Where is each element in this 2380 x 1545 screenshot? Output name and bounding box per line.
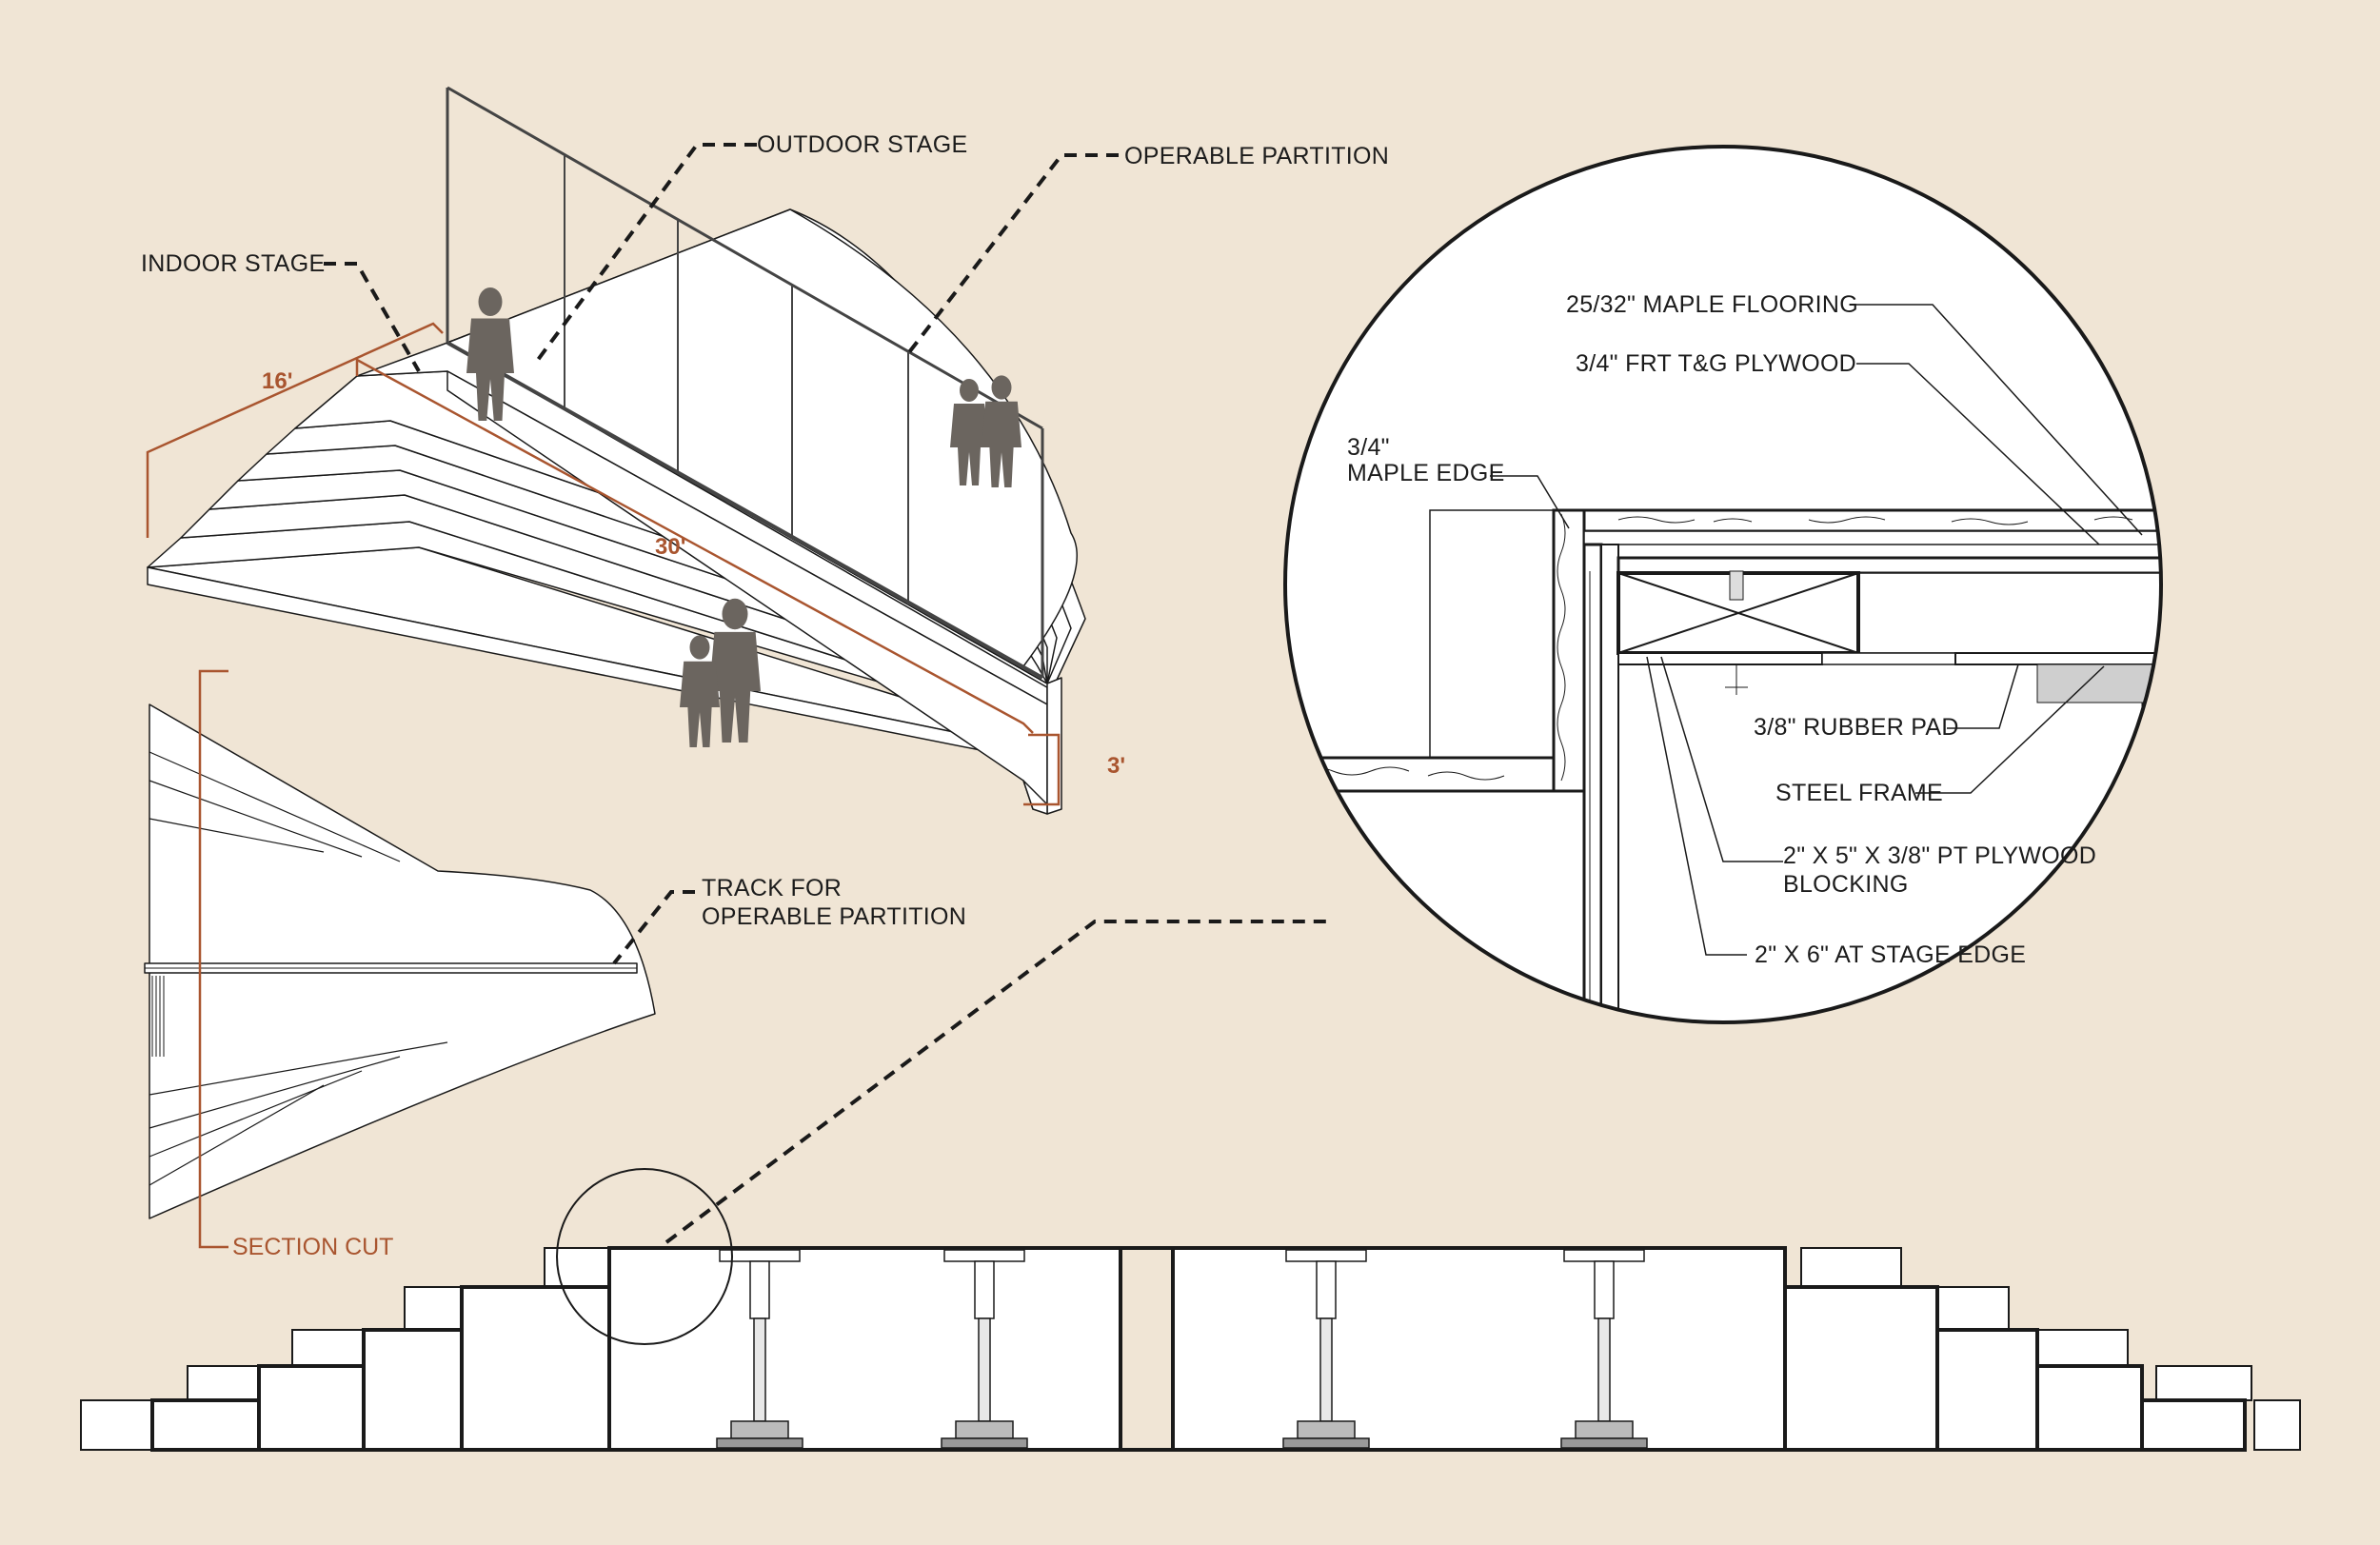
maple-edge-label-line2: MAPLE EDGE — [1347, 460, 1505, 486]
axonometric-view — [147, 86, 1086, 815]
operable-partition-label: OPERABLE PARTITION — [1124, 143, 1389, 169]
outdoor-stage-mass — [446, 208, 1078, 667]
length-dimension: 30' — [655, 534, 685, 560]
steel-frame-label: STEEL FRAME — [1775, 780, 1943, 806]
section-cut-label: SECTION CUT — [232, 1234, 393, 1260]
maple-edge-label-line1: 3/4" — [1347, 434, 1390, 461]
detail-leader — [664, 920, 1333, 1244]
height-dimension: 3' — [1107, 753, 1125, 779]
axon-leaders — [324, 143, 1119, 372]
track-leader — [612, 890, 695, 965]
blocking-label-line1: 2" X 5" X 3/8" PT PLYWOOD — [1783, 842, 2096, 869]
blocking-label-line2: BLOCKING — [1783, 871, 1909, 898]
dimension-lines — [146, 322, 1061, 806]
track-label-line2: OPERABLE PARTITION — [702, 903, 966, 930]
indoor-stage-label: INDOOR STAGE — [141, 250, 325, 277]
frt-plywood-label: 3/4" FRT T&G PLYWOOD — [1576, 350, 1856, 377]
plan-view — [144, 703, 656, 1219]
stage-edge-label: 2" X 6" AT STAGE EDGE — [1755, 941, 2026, 968]
outdoor-stage-label: OUTDOOR STAGE — [757, 131, 968, 158]
partition-frame — [446, 86, 1044, 680]
rubber-pad-label: 3/8" RUBBER PAD — [1754, 714, 1959, 741]
track-label-line1: TRACK FOR — [702, 875, 842, 901]
width-dimension: 16' — [262, 368, 292, 394]
detail-reference-circle — [556, 1168, 733, 1345]
maple-flooring-label: 25/32" MAPLE FLOORING — [1566, 291, 1858, 318]
detail-leaders — [1490, 304, 2143, 956]
pedestal-supports — [716, 1249, 1648, 1449]
section-view — [80, 1246, 2301, 1452]
section-cut-line — [198, 669, 228, 1249]
